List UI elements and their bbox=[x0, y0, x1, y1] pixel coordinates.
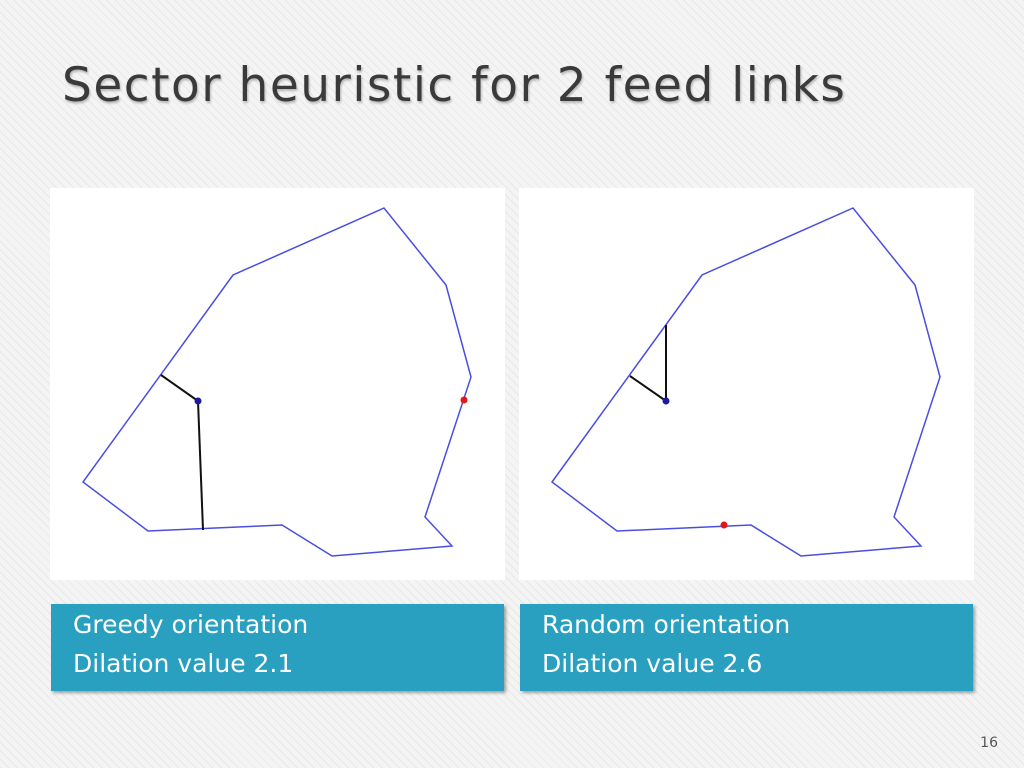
slide-title: Sector heuristic for 2 feed links bbox=[62, 58, 847, 113]
region-polygon bbox=[81, 207, 472, 557]
feed-link-lower bbox=[197, 400, 204, 531]
greedy-diagram-svg bbox=[81, 207, 472, 557]
feed-point bbox=[194, 397, 202, 405]
random-orientation-label: Random orientation bbox=[542, 610, 791, 639]
greedy-caption: Greedy orientation Dilation value 2.1 bbox=[51, 604, 504, 691]
random-dilation-label: Dilation value 2.6 bbox=[542, 649, 763, 678]
target-point bbox=[460, 396, 468, 404]
slide-number: 16 bbox=[980, 735, 998, 751]
random-diagram bbox=[519, 188, 974, 580]
feed-link-upper bbox=[160, 374, 199, 402]
random-caption: Random orientation Dilation value 2.6 bbox=[520, 604, 973, 691]
target-point bbox=[720, 521, 728, 529]
region-polygon bbox=[550, 207, 941, 557]
feed-link-diagonal bbox=[629, 375, 667, 402]
greedy-orientation-label: Greedy orientation bbox=[73, 610, 309, 639]
random-diagram-svg bbox=[550, 207, 941, 557]
greedy-diagram bbox=[50, 188, 505, 580]
feed-point bbox=[662, 397, 670, 405]
greedy-dilation-label: Dilation value 2.1 bbox=[73, 649, 294, 678]
